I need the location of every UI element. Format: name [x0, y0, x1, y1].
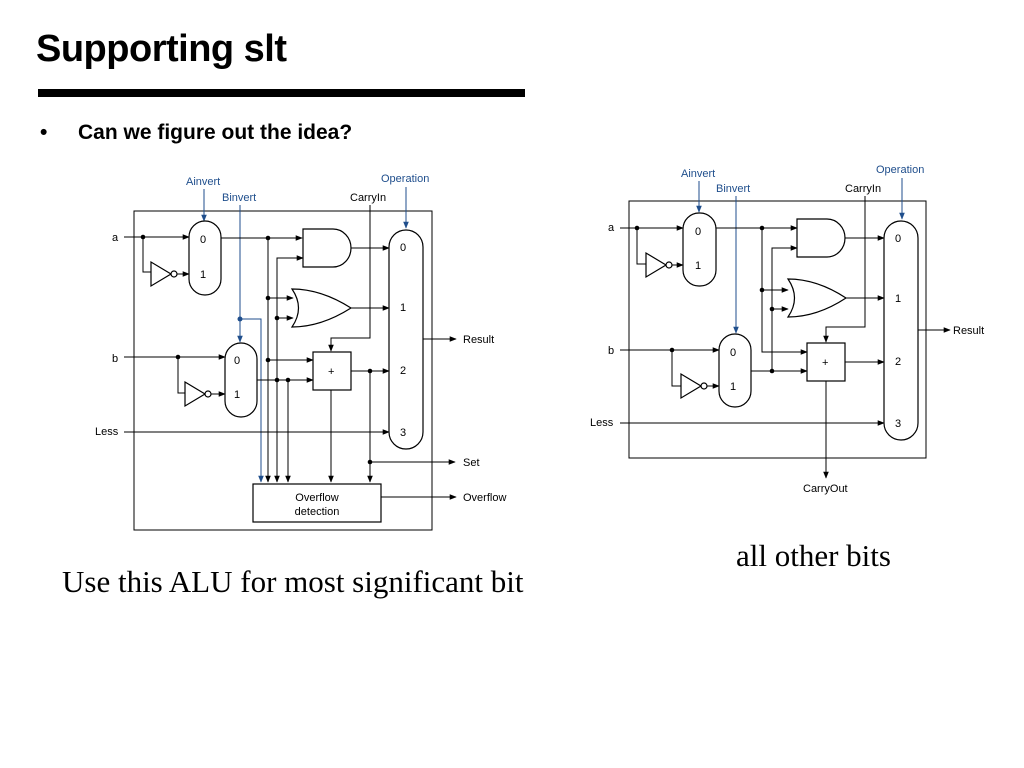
- msb-mux-a-input-1: 1: [200, 269, 206, 281]
- msb-set-label: Set: [463, 457, 480, 469]
- bit-result-label: Result: [953, 325, 984, 337]
- msb-adder-symbol: +: [328, 366, 334, 378]
- msb-or-gate: [290, 288, 353, 328]
- bit-not-a-gate: [645, 251, 668, 279]
- bit-carryin-label: CarryIn: [845, 183, 881, 195]
- bit-input-a-label: a: [608, 222, 615, 234]
- title-rule: [38, 89, 525, 97]
- msb-and-gate: [302, 228, 352, 268]
- msb-result-label: Result: [463, 334, 494, 346]
- bit-carryout-label: CarryOut: [803, 483, 848, 495]
- msb-output-mux: [388, 229, 424, 450]
- bullet-text: Can we figure out the idea?: [78, 121, 353, 144]
- bit-mux-b-input-1: 1: [730, 381, 736, 393]
- bit-input-b-label: b: [608, 345, 614, 357]
- msb-binvert-label: Binvert: [222, 192, 256, 204]
- msb-input-a-label: a: [112, 232, 119, 244]
- bit-mux-out-2: 2: [895, 356, 901, 368]
- msb-not-b-gate: [184, 380, 207, 408]
- bit-or-gate: [786, 278, 848, 318]
- msb-alu-frame: [133, 210, 433, 531]
- msb-mux-a: [188, 220, 222, 296]
- bullet-dot: •: [40, 121, 48, 144]
- msb-overflow-label: Overflow: [463, 492, 506, 504]
- bit-mux-out-0: 0: [895, 233, 901, 245]
- bit-output-mux: [883, 220, 919, 441]
- caption-other-bits: all other bits: [736, 538, 891, 573]
- bullet-item: • Can we figure out the idea?: [40, 121, 352, 145]
- msb-carryin-label: CarryIn: [350, 192, 386, 204]
- msb-operation-label: Operation: [381, 173, 429, 185]
- msb-overflow-detection-line1: Overflow: [295, 492, 338, 504]
- bit-operation-label: Operation: [876, 164, 924, 176]
- bit-mux-out-3: 3: [895, 418, 901, 430]
- caption-msb: Use this ALU for most significant bit: [62, 564, 524, 599]
- msb-adder: [312, 351, 352, 391]
- slide-title: Supporting slt: [36, 28, 287, 70]
- msb-mux-b-input-0: 0: [234, 355, 240, 367]
- msb-ainvert-label: Ainvert: [186, 176, 220, 188]
- bit-mux-b: [718, 333, 752, 408]
- bit-mux-a-input-0: 0: [695, 226, 701, 238]
- bit-adder-symbol: +: [822, 357, 828, 369]
- msb-input-b-label: b: [112, 353, 118, 365]
- msb-mux-out-2: 2: [400, 365, 406, 377]
- msb-overflow-detection-line2: detection: [295, 506, 340, 518]
- bit-mux-a-input-1: 1: [695, 260, 701, 272]
- msb-mux-a-input-0: 0: [200, 234, 206, 246]
- msb-mux-b: [224, 342, 258, 418]
- bit-mux-b-input-0: 0: [730, 347, 736, 359]
- msb-overflow-detection: [252, 483, 382, 523]
- msb-mux-b-input-1: 1: [234, 389, 240, 401]
- bit-less-label: Less: [590, 417, 614, 429]
- msb-mux-out-0: 0: [400, 242, 406, 254]
- msb-mux-out-1: 1: [400, 302, 406, 314]
- bit-mux-out-1: 1: [895, 293, 901, 305]
- msb-mux-out-3: 3: [400, 427, 406, 439]
- bit-mux-a: [682, 212, 717, 287]
- bit-and-gate: [796, 218, 846, 258]
- bit-alu-frame: [628, 200, 927, 459]
- bit-not-b-gate: [680, 372, 703, 400]
- msb-not-a-gate: [150, 260, 173, 288]
- bit-ainvert-label: Ainvert: [681, 168, 715, 180]
- msb-alu: Ainvert Binvert CarryIn Operation a b Le…: [95, 173, 506, 531]
- msb-less-label: Less: [95, 426, 119, 438]
- bit-binvert-label: Binvert: [716, 183, 750, 195]
- bit-alu: Ainvert Binvert CarryIn Operation a b Le…: [590, 164, 984, 495]
